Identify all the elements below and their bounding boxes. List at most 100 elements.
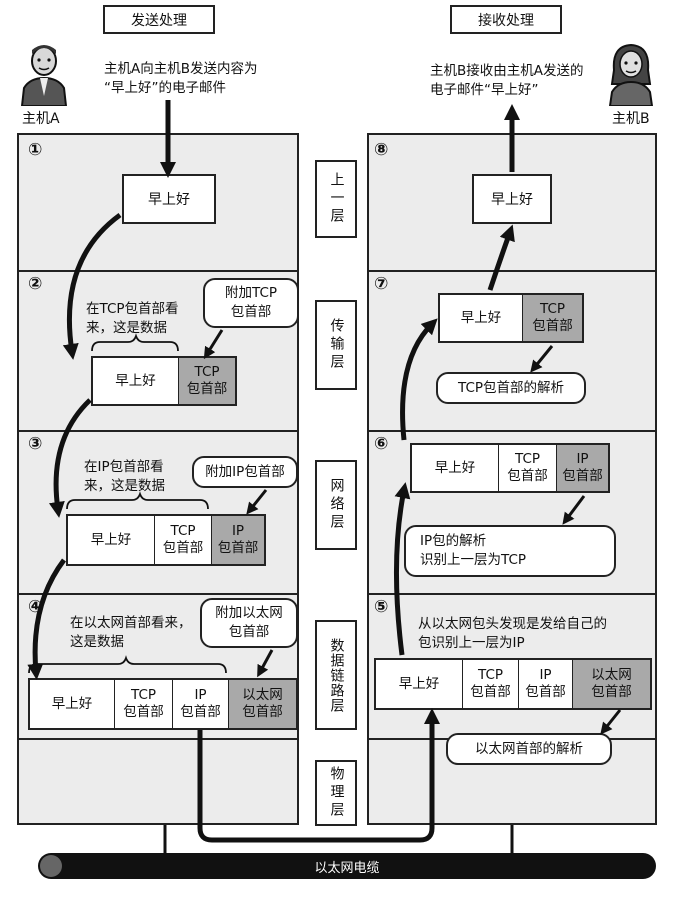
sender-step2-pointer-arrow — [203, 329, 224, 360]
sender-step2-bubble-line2: 包首部 — [230, 304, 272, 320]
receiver-step7-packet: 早上好 TCP 包首部 — [438, 293, 584, 343]
receiver-step6-ip-header-cell: IP 包首部 — [556, 445, 608, 491]
sender-step3-tcp-bottom: 包首部 — [162, 540, 204, 556]
receiver-step7-tcp-header-cell: TCP 包首部 — [522, 295, 582, 341]
receiver-step6-tcp-bottom: 包首部 — [507, 468, 548, 484]
receiver-step6-bubble: IP包的解析 识别上一层为TCP — [404, 525, 616, 577]
receiver-step6-tcp-header-cell: TCP 包首部 — [498, 445, 556, 491]
receiver-step5-tcp-top: TCP — [477, 667, 504, 683]
sender-arrow-3-to-4 — [27, 558, 66, 680]
sender-step4-note-line2: 这是数据 — [70, 634, 124, 650]
sender-step4-tcp-header-cell: TCP 包首部 — [114, 680, 172, 728]
receiver-divider-1 — [367, 270, 657, 272]
sender-step2-tcp-top: TCP — [194, 364, 220, 380]
sender-step4-ip-bottom: 包首部 — [180, 704, 221, 720]
sender-arrow-2-to-3 — [48, 398, 92, 518]
sender-step4-pointer-arrow — [257, 649, 274, 678]
sender-step3-bubble: 附加IP包首部 — [192, 456, 298, 488]
layer-label-upper: 上一层 — [315, 160, 357, 238]
step-number-3: ③ — [28, 434, 43, 454]
receiver-step5-bubble: 以太网首部的解析 — [446, 733, 612, 765]
receiver-step5-ip-bottom: 包首部 — [525, 684, 566, 700]
sender-step3-tcp-top: TCP — [170, 523, 196, 539]
step-number-5: ⑤ — [374, 597, 389, 617]
layer-label-upper-text: 上一层 — [328, 172, 345, 226]
step-number-8: ⑧ — [374, 140, 389, 160]
receiver-step5-eth-header-cell: 以太网 包首部 — [572, 660, 650, 708]
sender-step2-note-line1: 在TCP包首部看 — [86, 301, 179, 317]
sender-step4-eth-top: 以太网 — [242, 687, 283, 703]
layer-label-datalink: 数据链路层 — [315, 620, 357, 730]
sender-step2-tcp-bottom: 包首部 — [186, 381, 228, 397]
sender-step2-tcp-header-cell: TCP 包首部 — [178, 358, 235, 404]
sender-divider-4 — [17, 738, 299, 740]
sender-step3-note-line2: 来，这是数据 — [84, 478, 165, 494]
sender-step4-bubble-line2: 包首部 — [228, 624, 270, 640]
sender-step2-bubble-line1: 附加TCP — [224, 285, 278, 301]
receiver-step7-pointer-arrow — [530, 345, 554, 373]
receiver-arrow-7-to-8 — [487, 224, 515, 291]
sender-step4-eth-header-cell: 以太网 包首部 — [228, 680, 296, 728]
sender-step4-data-cell: 早上好 — [30, 680, 114, 728]
receiver-step7-data-text: 早上好 — [460, 309, 502, 326]
sender-step2-data-text: 早上好 — [115, 372, 156, 389]
receiver-step6-pointer-arrow — [562, 495, 586, 525]
sender-step3-brace — [66, 491, 209, 510]
receiver-step6-tcp-top: TCP — [514, 451, 541, 467]
host-a-person-icon — [18, 40, 70, 107]
sender-step4-brace — [28, 655, 227, 674]
sender-divider-3 — [17, 593, 299, 595]
receiver-arrow-5-to-6 — [393, 482, 411, 656]
physical-link-arrow — [197, 707, 441, 843]
receiver-step7-tcp-bottom: 包首部 — [532, 318, 573, 334]
host-b-person-icon — [604, 40, 658, 107]
receiver-step7-bubble: TCP包首部的解析 — [436, 372, 586, 404]
sender-step3-ip-bottom: 包首部 — [217, 540, 259, 556]
receiver-step5-note-line1: 从以太网包头发现是发给自己的 — [418, 616, 607, 632]
receiver-divider-2 — [367, 430, 657, 432]
receiver-step5-pointer-arrow — [600, 709, 622, 735]
cable-connector-left — [40, 855, 62, 877]
layer-label-physical: 物理层 — [315, 760, 357, 826]
receiver-step6-ip-top: IP — [576, 451, 589, 467]
receiver-step6-ip-bottom: 包首部 — [562, 468, 603, 484]
receiver-step6-data-text: 早上好 — [434, 459, 476, 476]
sender-step2-note-line2: 来，这是数据 — [86, 320, 167, 336]
step-number-2: ② — [28, 274, 43, 294]
layer-label-network-text: 网络层 — [328, 478, 345, 532]
receiver-step5-ip-header-cell: IP 包首部 — [518, 660, 572, 708]
sender-step4-packet: 早上好 TCP 包首部 IP 包首部 以太网 包首部 — [28, 678, 298, 730]
receiver-step7-data-cell: 早上好 — [440, 295, 522, 341]
host-b-caption-line2: 电子邮件“早上好” — [430, 82, 539, 98]
sender-step2-data-cell: 早上好 — [93, 358, 178, 404]
sender-step4-ip-header-cell: IP 包首部 — [172, 680, 228, 728]
receive-processing-header: 接收处理 — [450, 5, 562, 34]
host-a-label: 主机A — [22, 111, 60, 127]
host-a-caption-line2: “早上好”的电子邮件 — [104, 80, 226, 96]
ethernet-cable-label: 以太网电缆 — [314, 860, 380, 876]
sender-divider-2 — [17, 430, 299, 432]
sender-step2-packet: 早上好 TCP 包首部 — [91, 356, 237, 406]
sender-step3-note-line1: 在IP包首部看 — [84, 459, 164, 475]
sender-step3-packet: 早上好 TCP 包首部 IP 包首部 — [66, 514, 266, 566]
step-number-1: ① — [28, 140, 43, 160]
sender-step4-bubble: 附加以太网 包首部 — [200, 598, 298, 648]
layer-label-physical-text: 物理层 — [328, 766, 345, 820]
layer-label-datalink-text: 数据链路层 — [328, 637, 345, 713]
host-b-label: 主机B — [612, 111, 650, 127]
receiver-step6-data-cell: 早上好 — [412, 445, 498, 491]
sender-step2-brace — [91, 333, 179, 352]
sender-step4-tcp-bottom: 包首部 — [123, 704, 164, 720]
receiver-step5-tcp-bottom: 包首部 — [470, 684, 511, 700]
ethernet-cable: 以太网电缆 — [38, 853, 656, 879]
sender-step3-ip-top: IP — [231, 523, 245, 539]
layer-label-transport: 传输层 — [315, 300, 357, 390]
sender-step4-note-line1: 在以太网首部看来， — [70, 615, 192, 631]
receiver-step5-note-line2: 包识别上一层为IP — [418, 635, 525, 651]
step-number-6: ⑥ — [374, 434, 389, 454]
host-a-caption-line1: 主机A向主机B发送内容为 — [104, 61, 258, 77]
receiver-step5-ip-top: IP — [539, 667, 552, 683]
receiver-step5-data-text: 早上好 — [398, 675, 440, 692]
sender-step4-bubble-line1: 附加以太网 — [215, 605, 283, 621]
